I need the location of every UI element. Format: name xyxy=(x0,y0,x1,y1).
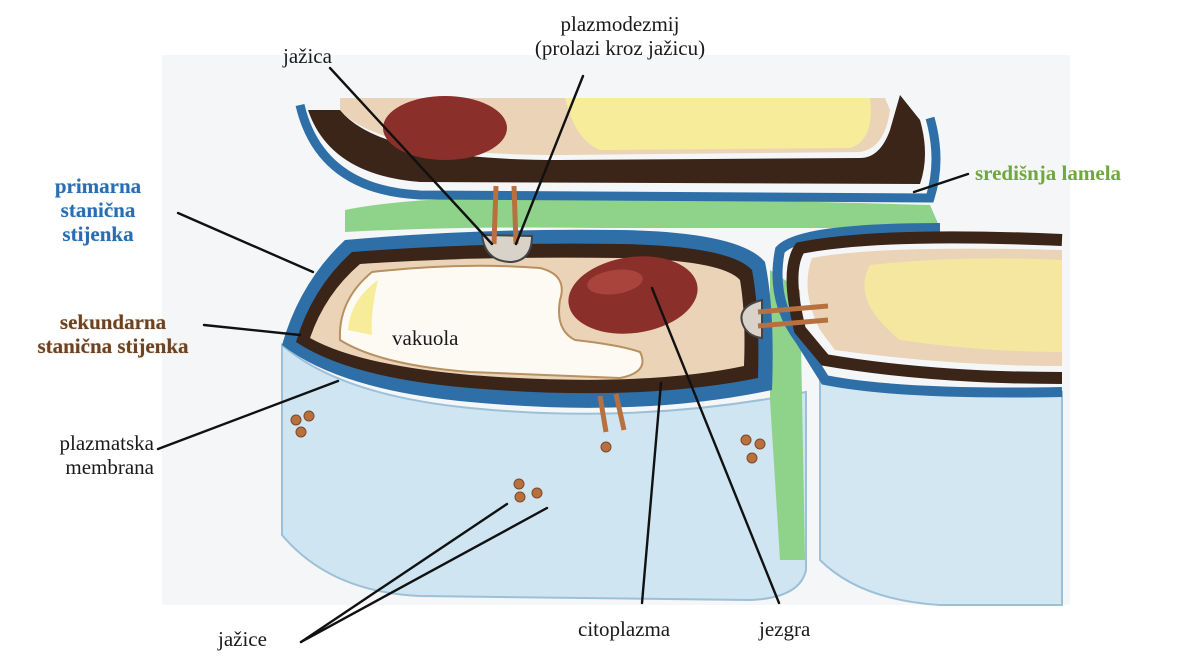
label-plazmodezmij: plazmodezmij (prolazi kroz jažicu) xyxy=(500,12,740,60)
label-citoplazma: citoplazma xyxy=(578,617,670,641)
label-vakuola: vakuola xyxy=(392,326,458,350)
label-sekundarna-line1: sekundarna xyxy=(4,310,222,334)
label-jezgra: jezgra xyxy=(759,617,810,641)
label-sekundarna-stanicna-stijenka: sekundarna stanična stijenka xyxy=(4,310,222,358)
label-plazmatska-line1: plazmatska xyxy=(14,431,154,455)
label-plazmodezmij-line2: (prolazi kroz jažicu) xyxy=(500,36,740,60)
label-primarna-line3: stijenka xyxy=(20,222,176,246)
label-primarna-line1: primarna xyxy=(20,174,176,198)
plasmodesma-2 xyxy=(514,186,516,244)
label-jazica: jažica xyxy=(283,44,332,68)
upper-cell-yellow xyxy=(565,98,871,150)
upper-cell-nucleus xyxy=(383,96,507,160)
label-plazmodezmij-line1: plazmodezmij xyxy=(500,12,740,36)
label-plazmatska-membrana: plazmatska membrana xyxy=(14,431,154,479)
label-sekundarna-line2: stanična stijenka xyxy=(4,334,222,358)
label-primarna-line2: stanična xyxy=(20,198,176,222)
label-primarna-stanicna-stijenka: primarna stanična stijenka xyxy=(20,174,176,246)
label-jazice: jažice xyxy=(218,627,267,651)
plasmodesma-1 xyxy=(494,186,496,244)
label-sredisnja-lamela: središnja lamela xyxy=(975,161,1121,185)
right-wall-face xyxy=(820,380,1062,605)
label-plazmatska-line2: membrana xyxy=(14,455,154,479)
